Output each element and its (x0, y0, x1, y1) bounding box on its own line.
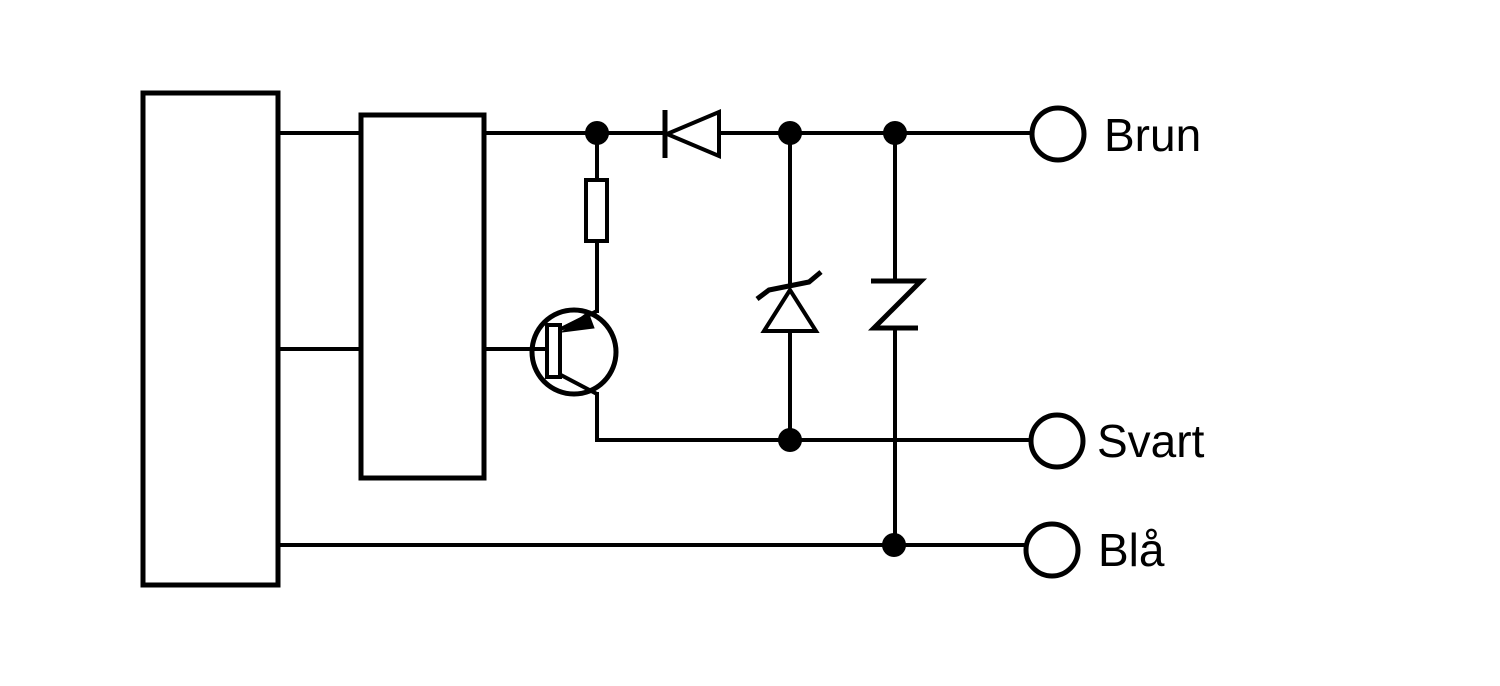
function-blocks (140, 90, 487, 588)
transistor-base-bar (545, 323, 562, 379)
junction-bla-suppressor (882, 533, 906, 557)
series-resistor (584, 178, 609, 243)
left-outer-block (140, 90, 281, 588)
reverse-polarity-diode (661, 108, 721, 160)
suppressor-z-symbol (867, 278, 928, 331)
suppressor-z-element (867, 278, 928, 331)
junction-svart-zener (778, 428, 802, 452)
left-inner-block (358, 112, 487, 481)
pnp-transistor (529, 307, 619, 397)
wire-collector-to-svart (595, 392, 1031, 442)
transistor-emitter-arrow (560, 311, 595, 333)
zener-diode (755, 270, 823, 333)
transistor-collector-lead (558, 372, 598, 396)
junction-dots (585, 121, 907, 557)
terminal-bla-circle (1023, 521, 1081, 579)
zener-triangle (760, 286, 820, 333)
wires (276, 131, 1032, 547)
diode-triangle (661, 108, 721, 160)
transistor-body (529, 307, 619, 397)
terminal-svart-label: Svart (1097, 415, 1205, 467)
terminal-bla-label: Blå (1098, 524, 1165, 576)
junction-top-zener (778, 121, 802, 145)
terminal-svart-circle (1028, 412, 1086, 470)
terminal-brun-label: Brun (1104, 109, 1201, 161)
zener-cathode-bar (755, 270, 823, 301)
resistor-body (584, 178, 609, 243)
terminal-brun-circle (1029, 105, 1087, 163)
junction-top-suppressor (883, 121, 907, 145)
junction-top-resistor (585, 121, 609, 145)
